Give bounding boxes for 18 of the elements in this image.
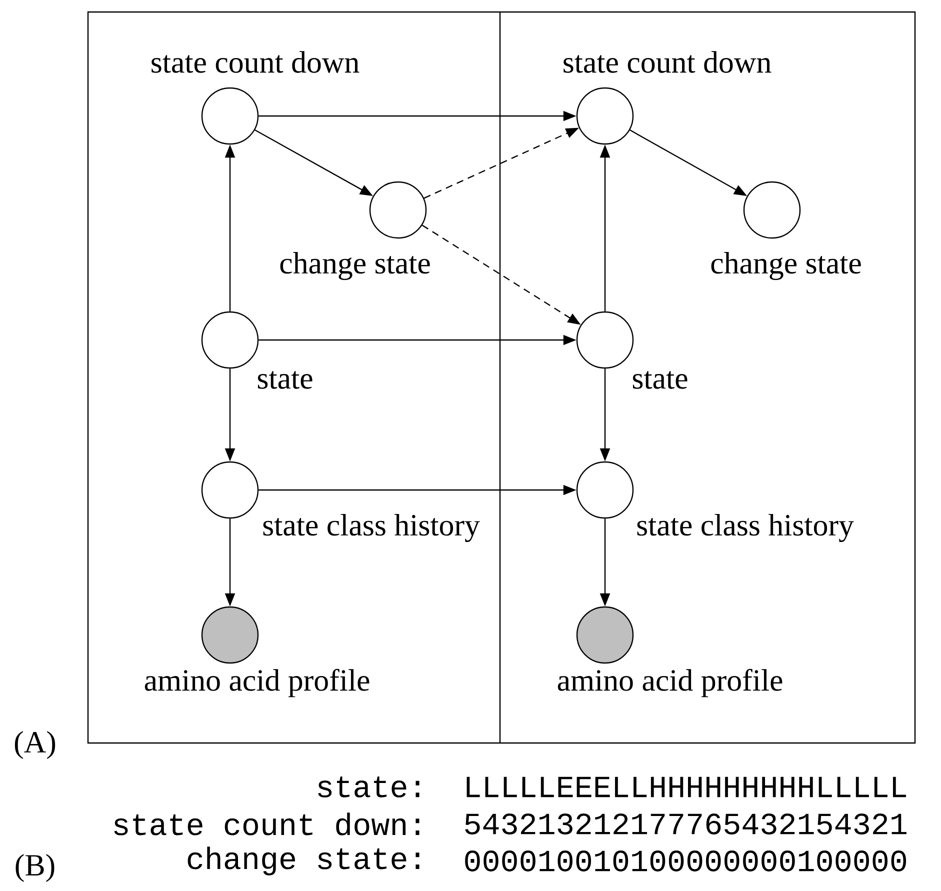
panel-letter: (B) — [16, 854, 54, 882]
node-label: change state — [711, 252, 861, 280]
row-label: state: — [318, 776, 420, 798]
sequence-row: LLLLLEEELLHHHHHHHHHLLLLL — [466, 776, 906, 798]
node-label: state class history — [263, 514, 480, 542]
node-label: state — [258, 371, 312, 389]
sequence-row: 543213212177765432154321 — [465, 814, 906, 834]
node-label: state — [632, 371, 688, 389]
row-label: change state: — [188, 846, 420, 876]
node-label: amino acid profile — [558, 668, 782, 698]
node-label: state count down — [152, 51, 360, 73]
node-label: amino acid profile — [144, 668, 370, 698]
node-label: state class history — [637, 514, 854, 542]
sequence-row: 000010010100000000100000 — [465, 850, 906, 872]
node-label: change state — [280, 252, 430, 280]
node-label: state count down — [564, 51, 772, 73]
panel-letter: (A) — [14, 730, 56, 759]
row-label: state count down: — [114, 812, 420, 836]
